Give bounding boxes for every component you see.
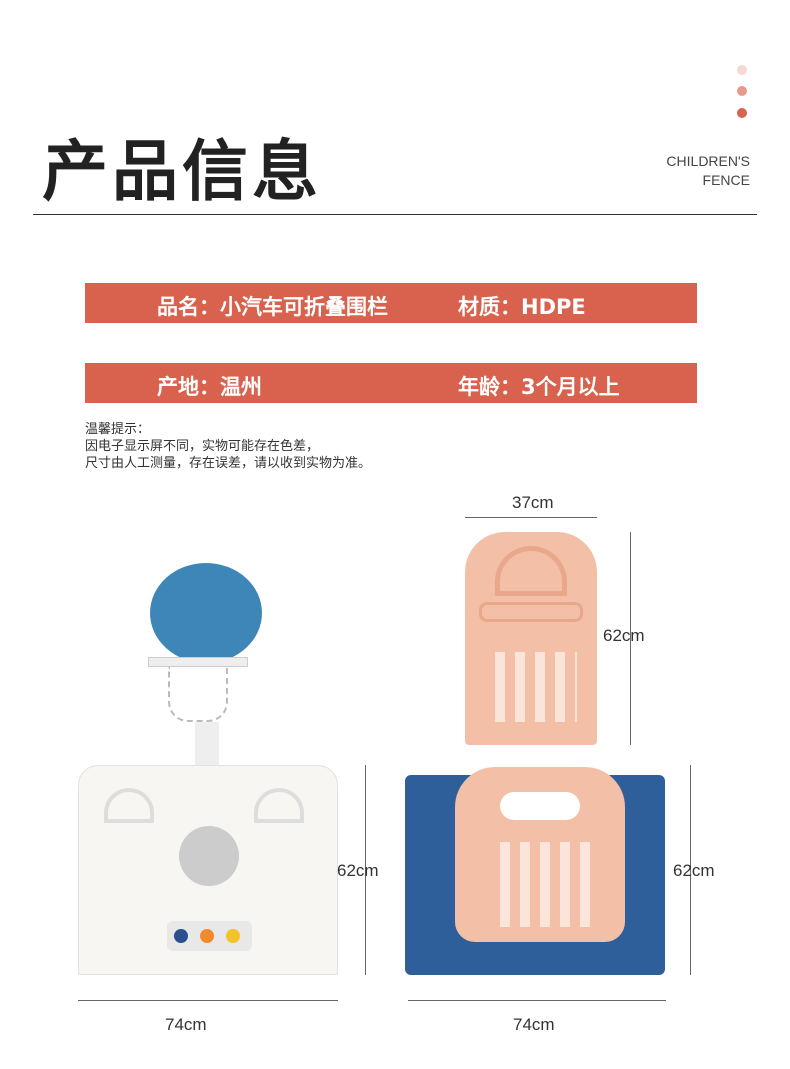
right-height-label: 62cm <box>673 861 715 880</box>
brand-line: CHILDREN'S <box>666 153 750 169</box>
panel-height-label: 62cm <box>603 626 645 645</box>
blue-fence-image <box>405 767 665 975</box>
panel-width-label: 37cm <box>512 493 554 512</box>
dimension-line <box>630 532 631 745</box>
origin: 产地：温州 <box>157 375 262 399</box>
notice: 温馨提示： 因电子显示屏不同，实物可能存在色差， 尺寸由人工测量，存在误差，请以… <box>85 421 371 472</box>
divider <box>33 214 757 215</box>
info-bar: 产地：温州 年龄：3个月以上 <box>85 363 697 403</box>
brand-label: CHILDREN'S FENCE <box>666 152 750 190</box>
left-height-label: 62cm <box>337 861 379 880</box>
age: 年龄：3个月以上 <box>458 375 620 399</box>
dimension-line <box>408 1000 666 1001</box>
hoop-net <box>168 667 228 722</box>
decor-dot <box>737 65 747 75</box>
basketball-board-image <box>150 563 262 663</box>
left-width-label: 74cm <box>165 1015 207 1034</box>
white-fence-image <box>78 765 338 975</box>
decor-dot <box>737 86 747 96</box>
page-title: 产品信息 <box>42 133 322 210</box>
notice-line: 因电子显示屏不同，实物可能存在色差， <box>85 439 320 454</box>
info-bar: 品名：小汽车可折叠围栏 材质：HDPE <box>85 283 697 323</box>
decor-dot <box>737 108 747 118</box>
dimension-line <box>365 765 366 975</box>
notice-line: 尺寸由人工测量，存在误差，请以收到实物为准。 <box>85 456 372 471</box>
fence-panel-image <box>465 532 597 745</box>
brand-line: FENCE <box>702 172 750 188</box>
right-width-label: 74cm <box>513 1015 555 1034</box>
hoop-pole <box>195 722 219 767</box>
hoop-rim <box>148 657 248 667</box>
dimension-line <box>690 765 691 975</box>
material: 材质：HDPE <box>458 295 586 319</box>
product-name: 品名：小汽车可折叠围栏 <box>157 295 388 319</box>
notice-heading: 温馨提示： <box>85 422 151 437</box>
dimension-line <box>465 517 597 518</box>
dimension-line <box>78 1000 338 1001</box>
